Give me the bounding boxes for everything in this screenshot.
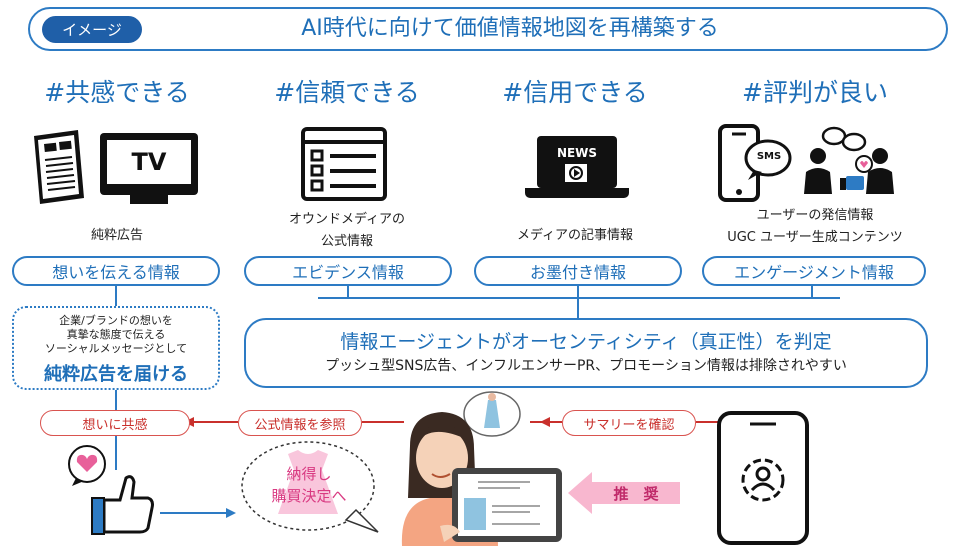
category-endorsement: お墨付き情報 (474, 256, 682, 286)
agent-subtitle: プッシュ型SNS広告、インフルエンサーPR、プロモーション情報は排除されやすい (325, 358, 847, 374)
page-title: AI時代に向けて価値情報地図を再構築する (301, 16, 719, 41)
hashtag-empathy: #共感できる (44, 78, 190, 107)
category-evidence: エビデンス情報 (244, 256, 452, 286)
thumbs-up-icon (91, 475, 154, 535)
pure-ad-line-3: ソーシャルメッセージとして (44, 342, 188, 355)
pure-ad-highlight: 純粋広告を届ける (44, 364, 188, 385)
hashtag-credit: #信用できる (502, 78, 648, 107)
pure-ad-line-2: 真摯な態度で伝える (66, 328, 166, 341)
phone-sms-icon (718, 124, 792, 202)
pure-ad-line-1: 企業/ブランドの想いを (59, 314, 173, 327)
community-icon (804, 126, 894, 194)
laptop-news-icon: NEWS (537, 136, 617, 188)
flow-reference: 公式情報を参照 (238, 410, 362, 436)
caption-user-info-1: ユーザーの発信情報 (756, 208, 874, 223)
recommend-arrow (568, 472, 680, 514)
heart-bubble-icon (68, 445, 106, 486)
agent-box: 情報エージェントがオーセンティシティ（真正性）を判定 プッシュ型SNS広告、イン… (244, 318, 928, 388)
category-engagement: エンゲージメント情報 (702, 256, 926, 286)
dress-bubble (241, 441, 379, 533)
flow-summary: サマリーを確認 (562, 410, 696, 436)
sms-label: SMS (756, 151, 782, 162)
tv-icon: TV (100, 133, 198, 195)
caption-pure-ad: 純粋広告 (90, 228, 143, 243)
smartphone-ai-icon (717, 411, 809, 545)
laptop-base (525, 188, 629, 198)
decision-line-2: 購買決定へ (271, 487, 347, 505)
agent-title: 情報エージェントがオーセンティシティ（真正性）を判定 (340, 331, 832, 353)
category-message: 想いを伝える情報 (12, 256, 220, 286)
website-icon (301, 127, 387, 201)
caption-owned-media-1: オウンドメディアの (288, 212, 406, 227)
pure-ad-box: 企業/ブランドの想いを 真摯な態度で伝える ソーシャルメッセージとして 純粋広告… (12, 306, 220, 390)
header-bar (28, 7, 948, 51)
hashtag-reputation: #評判が良い (742, 78, 888, 107)
caption-media-article: メディアの記事情報 (516, 228, 634, 243)
caption-owned-media-2: 公式情報 (320, 234, 373, 249)
tv-stand (130, 195, 168, 204)
decision-line-1: 納得し (286, 465, 332, 483)
recommend-label: 推 奨 (613, 485, 659, 503)
girl-with-tablet-illustration (401, 391, 562, 546)
newspaper-icon (34, 130, 84, 204)
hashtag-trust: #信頼できる (274, 78, 420, 107)
header-badge: イメージ (42, 16, 142, 43)
flow-empathize: 想いに共感 (40, 410, 190, 436)
caption-user-info-2: UGC ユーザー生成コンテンツ (727, 230, 903, 245)
